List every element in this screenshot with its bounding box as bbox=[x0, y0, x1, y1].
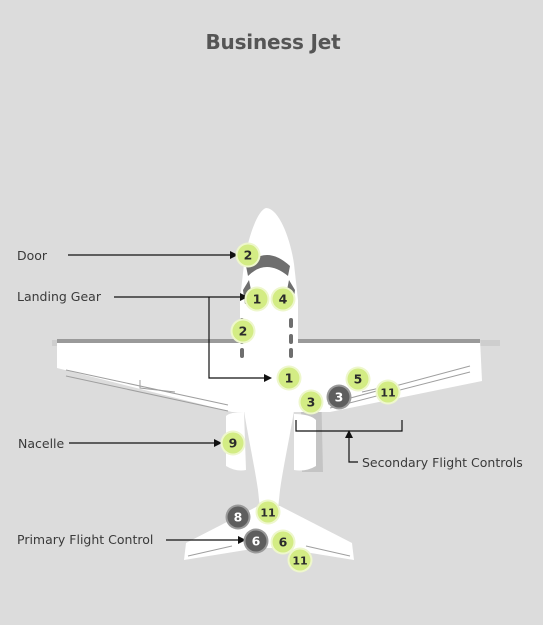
badge-circle bbox=[227, 506, 249, 528]
badge-wing-11[interactable]: 11 bbox=[375, 379, 401, 405]
badge-wing-3-dark[interactable]: 3 bbox=[326, 384, 352, 410]
badge-nose-1[interactable]: 1 bbox=[244, 286, 270, 312]
badge-nacelle-9[interactable]: 9 bbox=[220, 430, 246, 456]
badge-wing-5[interactable]: 5 bbox=[345, 366, 371, 392]
nacelle-body-right bbox=[294, 414, 316, 471]
badge-number: 1 bbox=[253, 292, 262, 307]
leader-arrowheads bbox=[214, 251, 353, 544]
label-secondary-flight-controls: Secondary Flight Controls bbox=[362, 455, 523, 470]
badge-circle bbox=[300, 391, 322, 413]
badge-number: 6 bbox=[279, 535, 288, 550]
badge-number: 11 bbox=[380, 387, 395, 400]
badge-number: 6 bbox=[252, 534, 261, 549]
badge-number: 11 bbox=[260, 507, 275, 520]
badge-circle bbox=[328, 386, 350, 408]
badge-circle bbox=[272, 288, 294, 310]
tail-lines bbox=[187, 545, 351, 557]
badge-number: 11 bbox=[292, 555, 307, 568]
badge-number: 3 bbox=[307, 395, 316, 410]
badge-circle bbox=[237, 244, 259, 266]
diagram-title: Business Jet bbox=[205, 30, 341, 54]
badge-number: 1 bbox=[285, 371, 294, 386]
badge-main-gear-1[interactable]: 1 bbox=[276, 365, 302, 391]
badge-circle bbox=[257, 501, 279, 523]
badge-tail-8[interactable]: 8 bbox=[225, 504, 251, 530]
badge-circle bbox=[289, 549, 311, 571]
badge-number: 9 bbox=[229, 436, 238, 451]
label-door: Door bbox=[17, 248, 48, 263]
badge-circle bbox=[232, 320, 254, 342]
badge-tail-6-dark[interactable]: 6 bbox=[243, 528, 269, 554]
badge-circle bbox=[377, 381, 399, 403]
badge-wing-3-light[interactable]: 3 bbox=[298, 389, 324, 415]
badge-fuselage-2[interactable]: 2 bbox=[230, 318, 256, 344]
badge-number: 5 bbox=[354, 372, 363, 387]
badge-number: 2 bbox=[244, 248, 253, 263]
leader-lines bbox=[68, 254, 403, 541]
badge-tail-11-top[interactable]: 11 bbox=[255, 499, 281, 525]
badge-door-2[interactable]: 2 bbox=[235, 242, 261, 268]
badge-circle bbox=[272, 531, 294, 553]
label-landing-gear: Landing Gear bbox=[17, 289, 101, 304]
label-primary-flight-control: Primary Flight Control bbox=[17, 532, 154, 547]
badge-number: 8 bbox=[234, 510, 243, 525]
badge-circle bbox=[222, 432, 244, 454]
badge-circle bbox=[347, 368, 369, 390]
label-nacelle: Nacelle bbox=[18, 436, 65, 451]
badge-number: 4 bbox=[279, 292, 288, 307]
badge-circle bbox=[245, 530, 267, 552]
badge-number: 3 bbox=[335, 390, 344, 405]
badge-circle bbox=[278, 367, 300, 389]
badge-nose-4[interactable]: 4 bbox=[270, 286, 296, 312]
badge-tail-6-light[interactable]: 6 bbox=[270, 529, 296, 555]
badge-number: 2 bbox=[239, 324, 248, 339]
badge-tail-11-bottom[interactable]: 11 bbox=[287, 547, 313, 573]
badge-circle bbox=[246, 288, 268, 310]
wing-flap-lines bbox=[65, 365, 471, 412]
